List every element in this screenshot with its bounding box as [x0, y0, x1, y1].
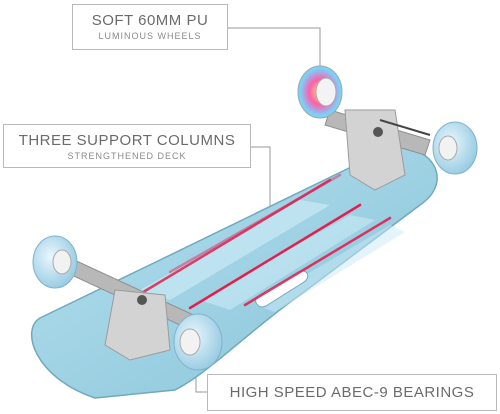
wheel-bottom	[173, 313, 223, 371]
callout-bearings: HIGH SPEED ABEC-9 BEARINGS	[207, 374, 497, 411]
callout-wheels: SOFT 60MM PU LUMINOUS WHEELS	[72, 4, 228, 50]
wheel-left	[32, 235, 78, 289]
rear-truck	[324, 109, 431, 191]
callout-deck-title: THREE SUPPORT COLUMNS	[18, 132, 236, 149]
leader-line-deck	[251, 146, 271, 228]
callout-bearings-title: HIGH SPEED ABEC-9 BEARINGS	[229, 384, 475, 401]
callout-deck: THREE SUPPORT COLUMNS STRENGTHENED DECK	[3, 124, 251, 168]
leader-line-wheels	[228, 27, 321, 78]
callout-wheels-subtitle: LUMINOUS WHEELS	[98, 31, 202, 41]
wheel-right	[432, 121, 478, 175]
callout-wheels-title: SOFT 60MM PU	[91, 12, 209, 29]
luminous-wheel-top-left	[297, 65, 343, 119]
support-column-highlights	[128, 173, 392, 310]
callout-deck-subtitle: STRENGTHENED DECK	[67, 151, 187, 161]
